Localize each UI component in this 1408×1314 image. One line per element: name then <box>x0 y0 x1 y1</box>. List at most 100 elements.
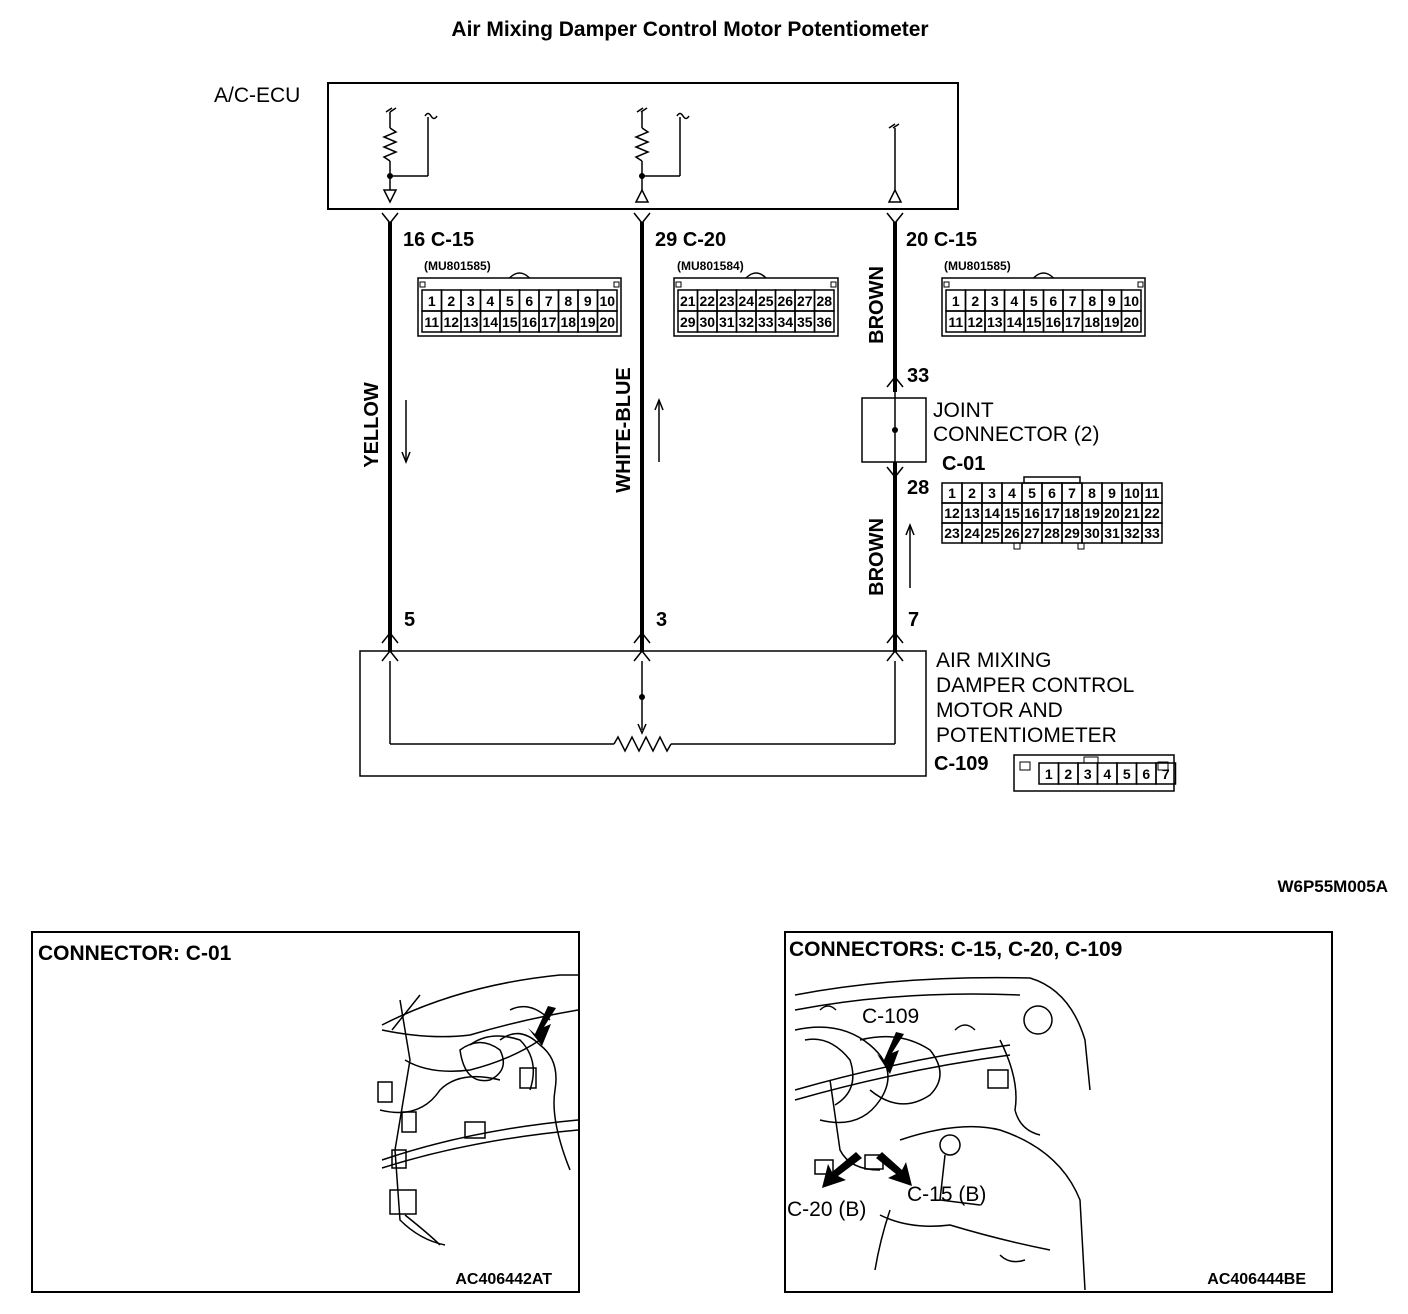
pin-number: 16 <box>1024 505 1040 521</box>
junction-dot <box>387 173 393 179</box>
pin-number: 33 <box>758 314 774 330</box>
pin-number: 29 <box>680 314 696 330</box>
pin-number: 8 <box>1088 293 1096 309</box>
pin-number: 15 <box>502 314 518 330</box>
pin-number: 20 <box>1123 314 1139 330</box>
pin-number: 7 <box>1068 485 1076 501</box>
pin-number: 31 <box>1104 525 1120 541</box>
ecu-circuit-16 <box>382 107 438 204</box>
pin-number: 12 <box>944 505 960 521</box>
pin-number: 10 <box>1123 293 1139 309</box>
pin-number: 7 <box>1069 293 1077 309</box>
pin-number: 25 <box>984 525 1000 541</box>
pin-cell <box>596 310 618 333</box>
pin-number: 11 <box>424 314 439 330</box>
wire-color-brown-lower: BROWN <box>866 518 888 596</box>
connector-housing <box>941 277 1146 337</box>
pin-number: 25 <box>758 293 774 309</box>
pin-29-label: 29 C-20 <box>655 229 726 251</box>
motor-pin-5: 5 <box>404 609 415 631</box>
pin-number: 10 <box>1124 485 1140 501</box>
pin-number: 22 <box>1144 505 1160 521</box>
pin-number: 33 <box>1144 525 1160 541</box>
pin-number: 30 <box>699 314 715 330</box>
pin-number: 24 <box>738 293 754 309</box>
wire-color-brown-upper: BROWN <box>866 266 888 344</box>
pin-number: 15 <box>1004 505 1020 521</box>
pin-number: 3 <box>467 293 475 309</box>
pin-number: 6 <box>1048 485 1056 501</box>
pin-number: 7 <box>545 293 553 309</box>
motor-box <box>359 650 927 777</box>
pin-cell <box>1155 762 1177 785</box>
pin-cell <box>1141 522 1163 544</box>
pin-number: 17 <box>1044 505 1060 521</box>
pin-number: 28 <box>1044 525 1060 541</box>
callout-c15: C-15 (B) <box>907 1183 986 1206</box>
motor-label-2: DAMPER CONTROL <box>936 674 1134 697</box>
part-number: (MU801585) <box>944 259 1011 273</box>
pin-number: 4 <box>1010 293 1018 309</box>
connector-housing <box>673 277 839 337</box>
panel-connector-c01 <box>31 931 580 1293</box>
pin-number: 20 <box>1104 505 1120 521</box>
pin-16-label: 16 C-15 <box>403 229 474 251</box>
motor-label-1: AIR MIXING <box>936 649 1052 672</box>
pin-number: 23 <box>719 293 735 309</box>
pin-number: 1 <box>1045 766 1053 782</box>
pin-number: 19 <box>1084 505 1100 521</box>
pin-number: 3 <box>991 293 999 309</box>
wire-color-white-blue: WHITE-BLUE <box>613 367 635 493</box>
motor-label-4: POTENTIOMETER <box>936 724 1117 747</box>
pin-number: 8 <box>1088 485 1096 501</box>
pin-number: 17 <box>541 314 557 330</box>
motor-code: C-109 <box>934 753 988 775</box>
pin-number: 34 <box>777 314 793 330</box>
arrow-icon <box>528 1006 556 1046</box>
pin-number: 31 <box>719 314 735 330</box>
pin-number: 2 <box>447 293 455 309</box>
pin-number: 17 <box>1065 314 1081 330</box>
pin-number: 3 <box>988 485 996 501</box>
motor-pin-3: 3 <box>656 609 667 631</box>
joint-code: C-01 <box>942 453 985 475</box>
pin-cell <box>813 310 835 333</box>
pin-number: 4 <box>1103 766 1111 782</box>
part-number: (MU801584) <box>677 259 744 273</box>
pin-number: 12 <box>443 314 459 330</box>
figure-code: AC406442AT <box>455 1271 552 1288</box>
pin-number: 24 <box>964 525 980 541</box>
pin-number: 14 <box>984 505 1000 521</box>
arrow-icon <box>876 1152 912 1186</box>
pin-number: 6 <box>1049 293 1057 309</box>
pin-cell <box>1120 310 1142 333</box>
junction-dot <box>639 173 645 179</box>
pin-20-label: 20 C-15 <box>906 229 977 251</box>
joint-label-2: CONNECTOR (2) <box>933 423 1099 446</box>
pin-number: 13 <box>987 314 1003 330</box>
panel-title: CONNECTORS: C-15, C-20, C-109 <box>789 938 1122 961</box>
pin-number: 5 <box>1123 766 1131 782</box>
pin-number: 8 <box>564 293 572 309</box>
pin-number: 21 <box>1124 505 1140 521</box>
joint-label-1: JOINT <box>933 399 994 422</box>
junction-dot <box>892 427 898 433</box>
pin-number: 11 <box>948 314 963 330</box>
diagram-title: Air Mixing Damper Control Motor Potentio… <box>451 18 928 41</box>
pin-number: 10 <box>599 293 615 309</box>
pin-number: 27 <box>797 293 813 309</box>
pin-number: 32 <box>1124 525 1140 541</box>
motor-label-3: MOTOR AND <box>936 699 1063 722</box>
callout-c109: C-109 <box>862 1005 919 1028</box>
connector-housing <box>1013 754 1175 792</box>
pin-number: 23 <box>944 525 960 541</box>
wire-color-yellow: YELLOW <box>361 382 383 468</box>
pin-number: 35 <box>797 314 813 330</box>
part-number: (MU801585) <box>424 259 491 273</box>
pin-number: 18 <box>1084 314 1100 330</box>
